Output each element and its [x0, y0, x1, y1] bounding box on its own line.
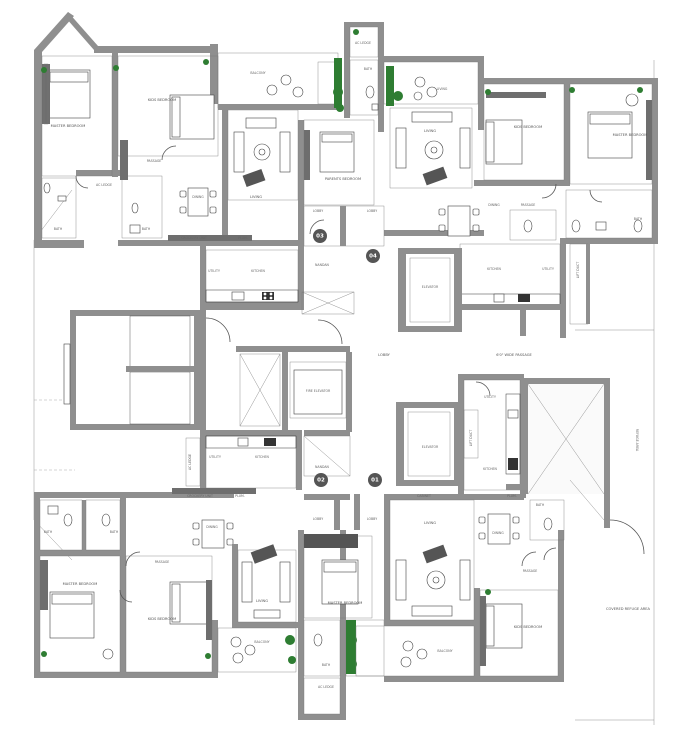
label-nandan-top: NANDAN [315, 263, 330, 267]
label-utility-bl: UTILITY [209, 455, 221, 459]
label-kitchen-tr: KITCHEN [487, 267, 501, 271]
label-kitchen-tl: KITCHEN [251, 269, 265, 273]
label-nandan-bottom: NANDAN [315, 465, 330, 469]
label-lobby-br: LOBBY [367, 517, 377, 521]
label-plum-bl: PLUM. [235, 494, 245, 498]
label-master-bedroom-bl: MASTER BEDROOM [63, 582, 98, 586]
stair-treads [129, 315, 191, 425]
label-bath-top: BATH [364, 67, 373, 71]
label-kids-bedroom-br: KIDS BEDROOM [514, 625, 542, 629]
label-wide-passage: 6'0" WIDE PASSAGE [496, 353, 532, 357]
label-passage-bl: PASSAGE [155, 560, 170, 564]
flat-02 [34, 426, 302, 678]
label-bath-tr: BATH [634, 217, 643, 221]
label-kids-bedroom-tr: KIDS BEDROOM [514, 125, 542, 129]
label-ac-ledge-bl: AC LEDGE [188, 454, 192, 470]
top-balcony [217, 22, 384, 132]
label-elevator-top: ELEVATOR [422, 285, 439, 289]
label-living-br: LIVING [424, 521, 436, 525]
label-bath-bm: BATH [322, 663, 331, 667]
label-dining-tl: DINING [192, 195, 204, 199]
label-living-tr: LIVING [424, 129, 436, 133]
label-kids-bedroom-bl: KIDS BEDROOM [148, 617, 176, 621]
label-dining-bl: DINING [206, 525, 218, 529]
label-covered-refuge: COVERED REFUGE AREA [606, 607, 651, 611]
label-lift-duct-br: LIFT DUCT [469, 430, 473, 446]
label-balcony-br: BALCONY [437, 649, 452, 653]
label-lobby-center: LOBBY [378, 353, 390, 357]
label-living-top-right: LIVING [437, 87, 448, 91]
label-passage-tl: PASSAGE [147, 159, 162, 163]
svg-text:02: 02 [317, 478, 325, 484]
label-lobby-tr: LOBBY [367, 209, 377, 213]
flat-marker-03: 03 [313, 229, 327, 243]
label-parents-bedroom: PARENTS BEDROOM [325, 177, 361, 181]
label-utility-tr: UTILITY [542, 267, 554, 271]
label-ac-ledge-bm: AC LEDGE [318, 685, 334, 689]
label-balcony-bl: BALCONY [254, 640, 269, 644]
label-ac-ledge-tl: AC LEDGE [96, 183, 112, 187]
label-kids-bedroom-tl: KIDS BEDROOM [148, 98, 176, 102]
label-ac-ledge-top: AC LEDGE [355, 41, 371, 45]
room-labels: AC LEDGE BATH BALCONY LIVING MASTER BEDR… [44, 41, 651, 689]
svg-text:04: 04 [369, 254, 377, 260]
flat-03 [34, 12, 375, 310]
label-balcony-top: BALCONY [250, 71, 265, 75]
label-passage-tr: PASSAGE [521, 203, 536, 207]
flat-marker-01: 01 [368, 473, 382, 487]
label-kitchen-br: KITCHEN [483, 467, 497, 471]
label-utility-tl: UTILITY [208, 269, 220, 273]
label-bath-tl-b: BATH [142, 227, 151, 231]
label-elevator-bottom: ELEVATOR [422, 445, 439, 449]
flat-04 [383, 56, 658, 338]
label-passage-br: PASSAGE [523, 569, 538, 573]
label-utility-br: UTILITY [484, 395, 496, 399]
label-kitchen-bl: KITCHEN [255, 455, 269, 459]
label-cabinet: CABINET [417, 494, 431, 498]
label-lobby-bl: LOBBY [313, 517, 323, 521]
label-bath-bl-b: BATH [110, 530, 119, 534]
label-plum-tl: PLUM. [238, 236, 248, 240]
label-dining-br: DINING [492, 531, 504, 535]
label-living-bl: LIVING [256, 599, 268, 603]
flat-marker-02: 02 [314, 473, 328, 487]
flat-01 [355, 374, 565, 682]
label-dining-tr: DINING [488, 203, 500, 207]
label-plum-br: PLUM. [507, 494, 517, 498]
label-bath-tl-a: BATH [54, 227, 63, 231]
refuge-area [522, 378, 645, 555]
svg-text:03: 03 [316, 234, 324, 240]
label-crockery-tl: CROCKERY UNIT [181, 236, 207, 240]
label-lift-duct-tr: LIFT DUCT [576, 262, 580, 278]
label-refuge-vertical: REFUGE AREA [635, 429, 639, 452]
label-crockery-bl: CROCKERY UNIT [187, 494, 213, 498]
flat-marker-04: 04 [366, 249, 380, 263]
label-fire-elevator: FIRE ELEVATOR [306, 389, 331, 393]
label-master-bedroom-bm: MASTER BEDROOM [328, 601, 363, 605]
label-master-bedroom-tl: MASTER BEDROOM [51, 124, 86, 128]
bottom-center [298, 494, 385, 720]
label-lobby-tl: LOBBY [313, 209, 323, 213]
svg-text:01: 01 [371, 478, 379, 484]
label-living-tl: LIVING [250, 195, 262, 199]
central-core [63, 205, 462, 486]
label-master-bedroom-tr: MASTER BEDROOM [613, 133, 648, 137]
label-bath-bl-a: BATH [44, 530, 53, 534]
label-bath-br: BATH [536, 503, 545, 507]
